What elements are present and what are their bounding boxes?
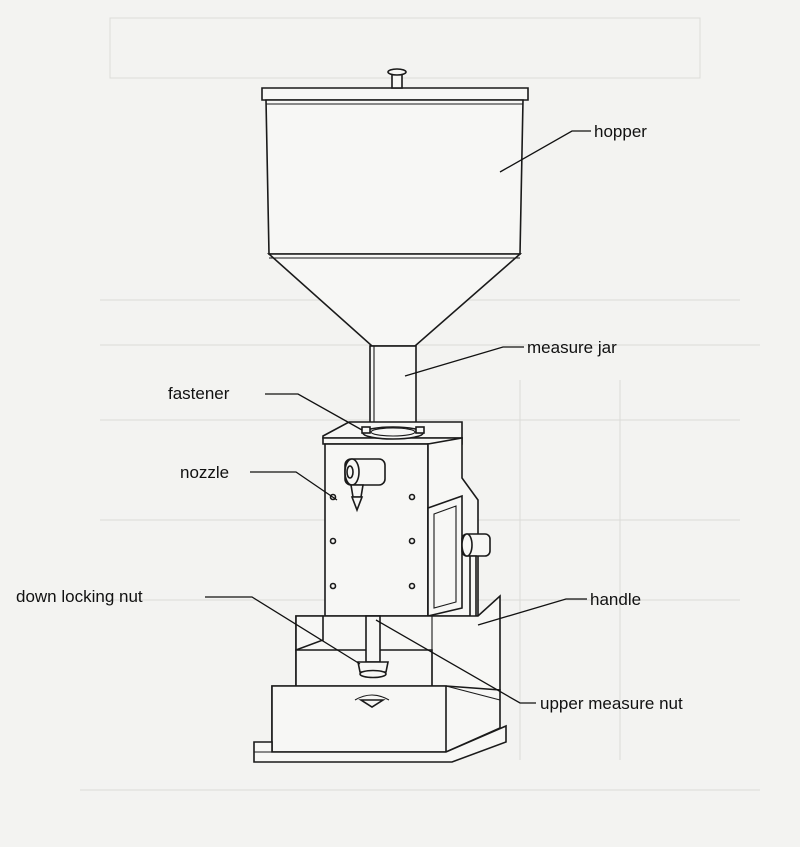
leader-hopper [499, 130, 591, 173]
leader-fastener [265, 393, 363, 431]
leader-down-locking-nut [205, 596, 361, 665]
label-hopper: hopper [594, 122, 647, 141]
labels: hopper measure jar fastener nozzle down … [16, 122, 683, 713]
label-handle: handle [590, 590, 641, 609]
label-down-locking-nut: down locking nut [16, 587, 143, 606]
label-upper-measure-nut: upper measure nut [540, 694, 683, 713]
label-fastener: fastener [168, 384, 230, 403]
label-nozzle: nozzle [180, 463, 229, 482]
machine-body [322, 421, 479, 618]
machine-base [253, 685, 507, 763]
leader-handle [477, 598, 587, 626]
bleed-through-texture [80, 17, 760, 791]
leader-measure-jar [404, 346, 524, 377]
label-measure-jar: measure jar [527, 338, 617, 357]
fastener-ring [361, 426, 425, 440]
hopper [261, 68, 529, 347]
leader-upper-measure-nut [375, 619, 536, 704]
nozzle-part [344, 458, 386, 513]
leader-nozzle [250, 471, 338, 501]
measure-jar [369, 345, 417, 425]
leader-lines [205, 130, 591, 704]
